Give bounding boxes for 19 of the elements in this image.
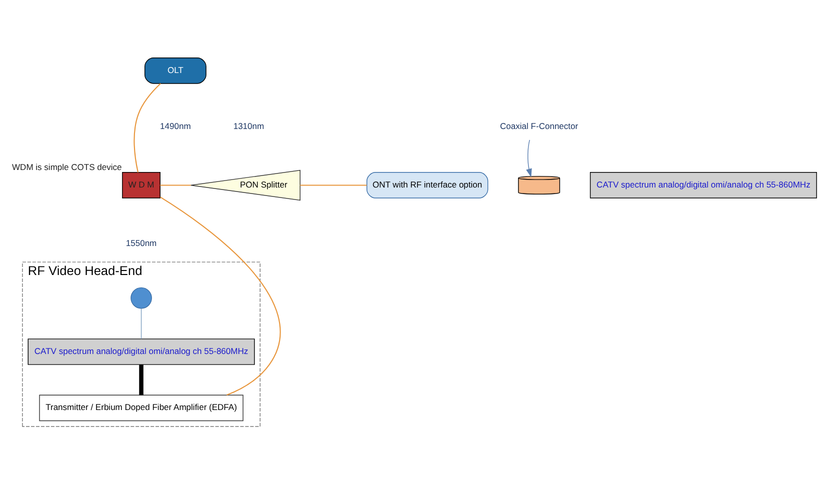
node-circle [130,287,152,309]
connector [300,184,367,186]
node-box: OLT [144,58,206,84]
node-box: Transmitter / Erbium Doped Fiber Amplifier (EDFA) [39,394,244,422]
node-box: CATV spectrum analog/digital omi/analog ch 55-860MHz [28,338,255,365]
node-box: W D M [122,172,160,198]
connector [134,83,161,172]
node-box: CATV spectrum analog/digital omi/analog ch 55-860MHz [590,172,817,198]
connector [140,308,142,340]
label: 1310nm [233,121,264,132]
connector [160,184,191,186]
node-label: WDM is simple COTS device [12,162,122,172]
connector [139,364,144,396]
label: 1550nm [126,238,157,248]
node-box: ONT with RF interface option [366,172,488,198]
arrow [526,140,532,178]
label: 1490nm [160,121,191,132]
node-text: Coaxial F-Connector [500,121,578,132]
connector [160,196,281,396]
